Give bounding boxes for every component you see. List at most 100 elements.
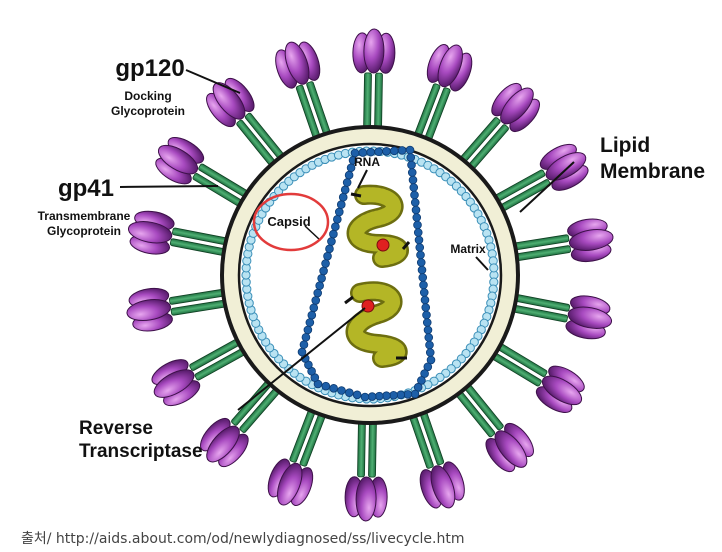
- capsid-bead: [307, 310, 317, 320]
- gp120-knob: [267, 458, 314, 507]
- capsid-bead: [317, 273, 326, 283]
- gp120-knob: [567, 218, 614, 263]
- capsid-cone: [297, 145, 436, 402]
- capsid-bead: [333, 215, 342, 224]
- gp120-spike: [267, 402, 329, 507]
- capsid-bead: [416, 258, 426, 267]
- capsid-bead: [408, 175, 418, 185]
- capsid-bead: [345, 388, 354, 397]
- capsid-bead: [382, 391, 391, 401]
- gp120-spike: [407, 404, 465, 509]
- gp120-knob: [539, 143, 589, 191]
- capsid-bead: [325, 244, 334, 254]
- capsid-bead: [417, 265, 427, 275]
- capsid-bead: [315, 281, 324, 290]
- capsid-bead: [412, 213, 422, 222]
- capsid-bead: [420, 369, 429, 378]
- capsid-bead: [337, 386, 346, 395]
- gp120-knob: [419, 461, 465, 509]
- lipid-membrane-label-line2: Membrane: [600, 160, 705, 183]
- gp120-spikes: [126, 28, 614, 522]
- gp120-spike: [275, 41, 333, 146]
- gp120-spike: [344, 414, 388, 522]
- rna-strand-lower: [345, 281, 408, 368]
- gp120-knob: [200, 417, 249, 468]
- capsid-bead: [323, 251, 332, 261]
- gp120-knob: [126, 287, 173, 332]
- capsid-bead: [327, 237, 336, 246]
- capsid-bead: [420, 295, 430, 305]
- leader-capsid: [304, 225, 321, 241]
- reverse-transcriptase-label-line1: Reverse: [79, 418, 153, 439]
- capsid-bead: [416, 250, 425, 260]
- capsid-bead: [309, 303, 319, 313]
- rna-tick: [344, 295, 354, 305]
- leader-lipid: [519, 161, 575, 213]
- capsid-highlight-circle: [252, 192, 330, 252]
- source-caption: 출처/ http://aids.about.com/od/newlydiagno…: [21, 531, 465, 547]
- gp120-spike: [506, 218, 614, 263]
- capsid-bead: [410, 389, 420, 399]
- capsid-bead: [419, 280, 428, 290]
- capsid-bead: [297, 347, 307, 357]
- capsid-bead: [405, 145, 415, 155]
- capsid-bead: [352, 390, 362, 400]
- capsid-bead: [415, 243, 425, 252]
- gp120-knob: [565, 295, 613, 340]
- reverse-transcriptase-label-line2: Transcriptase: [79, 441, 203, 462]
- capsid-bead: [313, 288, 323, 298]
- capsid-bead: [413, 220, 422, 230]
- capsid-bead: [417, 376, 426, 385]
- reverse-transcriptase-dot: [376, 238, 390, 252]
- capsid-bead: [422, 310, 431, 320]
- leader-matrix: [475, 256, 489, 271]
- gp120-knob: [275, 41, 321, 89]
- capsid-bead: [303, 325, 313, 335]
- capsid-bead: [348, 156, 358, 165]
- capsid-bead: [305, 318, 315, 327]
- capsid-bead: [321, 259, 330, 268]
- gp120-knob: [491, 82, 540, 133]
- capsid-bead: [407, 160, 416, 170]
- capsid-bead: [423, 362, 433, 372]
- capsid-bead: [410, 198, 420, 207]
- leader-gp41: [119, 185, 219, 188]
- capsid-bead: [411, 205, 421, 215]
- capsid-bead: [418, 273, 428, 282]
- gp41-subtitle-line2: Glycoprotein: [47, 224, 121, 238]
- gp120-knob: [155, 137, 205, 185]
- gp120-knob: [535, 365, 585, 413]
- gp120-spike: [127, 210, 235, 258]
- gp120-spike: [488, 143, 589, 215]
- gp120-title: gp120: [115, 55, 184, 82]
- gp120-spike: [451, 378, 534, 473]
- capsid-bead: [334, 207, 344, 217]
- capsid-bead: [419, 288, 429, 297]
- capsid-bead: [413, 382, 423, 392]
- capsid-bead: [397, 146, 407, 155]
- gp120-spike: [505, 292, 613, 340]
- capsid-bead: [426, 355, 436, 365]
- capsid-bead: [367, 392, 377, 401]
- capsid-bead: [396, 390, 406, 400]
- leader-rna: [357, 169, 368, 189]
- capsid-bead: [424, 333, 434, 342]
- capsid-bead: [311, 296, 321, 305]
- gp41-subtitle-line1: Transmembrane: [38, 209, 131, 223]
- capsid-bead: [374, 391, 384, 401]
- gp120-knob: [485, 422, 534, 473]
- capsid-bead: [329, 384, 338, 393]
- gp120-spike: [151, 335, 252, 407]
- capsid-bead: [336, 200, 346, 209]
- capsid-bead: [409, 183, 419, 192]
- gp41-title: gp41: [58, 175, 114, 202]
- capsid-bead: [342, 178, 352, 187]
- capsid-bead: [407, 168, 417, 177]
- gp120-spike: [411, 43, 473, 148]
- capsid-bead: [425, 340, 434, 350]
- capsid-label: Capsid: [267, 214, 310, 229]
- gp120-spike: [206, 77, 289, 172]
- capsid-bead: [360, 392, 370, 402]
- gp120-knob: [206, 77, 255, 128]
